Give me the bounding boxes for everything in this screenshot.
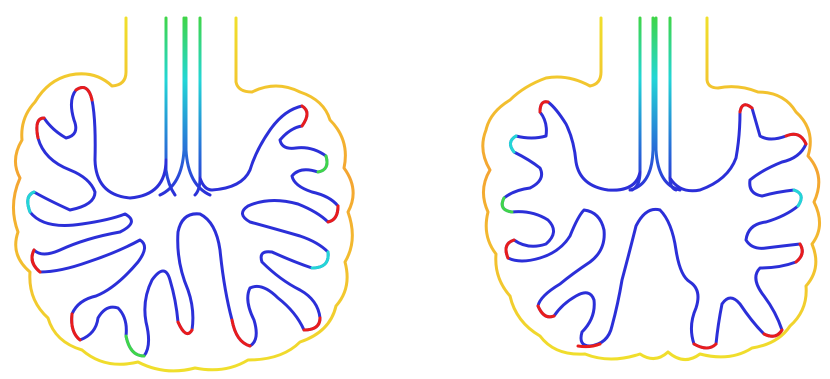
right-tip-2 [510,136,516,152]
right-tip-8 [764,330,782,336]
left-stem-inner-right [186,18,210,195]
right-tip-5 [538,306,554,317]
right-tip-6 [578,344,600,347]
right-tip-10 [794,190,801,206]
left-tip-9 [304,318,320,330]
left-tip-2 [37,118,44,138]
right-tip-4 [506,240,514,258]
left-stem-outer-right [195,18,200,195]
left-tip-10 [312,252,328,268]
right-tip-9 [796,244,802,262]
right-tip-11 [786,134,806,144]
left-tip-5 [72,314,80,340]
left-stem-outer-left [166,18,175,195]
right-tip-1 [540,102,548,112]
right-stem-inner-right [656,18,680,190]
left-tip-3 [28,192,34,212]
right-outer-boundary [483,18,820,360]
right-stem-outer-right [670,18,676,190]
left-tip-11 [328,206,338,222]
left-tip-13 [302,106,307,126]
left-panel [13,18,353,371]
left-tip-7 [178,322,192,334]
left-stem-inner-left [160,18,184,195]
right-panel [483,18,820,360]
left-tip-1 [76,88,92,100]
right-tip-12 [740,105,752,112]
left-tip-6 [126,336,144,356]
right-stem-outer-left [632,18,640,190]
left-tip-8 [232,320,250,346]
right-tip-3 [502,198,512,212]
left-tip-12 [318,156,327,172]
right-tip-7 [694,344,716,348]
